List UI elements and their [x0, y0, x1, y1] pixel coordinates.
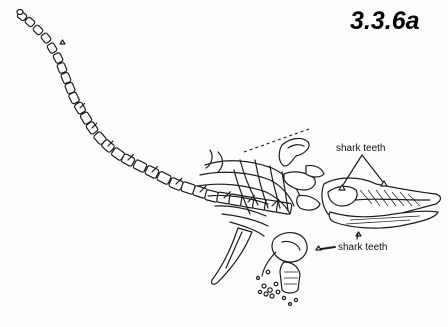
shark-teeth-label-upper: shark teeth	[336, 143, 385, 154]
shark-teeth-label-lower: shark teeth	[338, 242, 387, 253]
hind-limb-bones	[262, 233, 307, 293]
tail-tip-vertebra	[17, 10, 23, 15]
vertebral-column	[17, 10, 292, 215]
vertebra	[46, 42, 57, 54]
front-flipper	[211, 228, 252, 284]
vertebra	[40, 32, 51, 44]
vertebra	[32, 24, 43, 35]
